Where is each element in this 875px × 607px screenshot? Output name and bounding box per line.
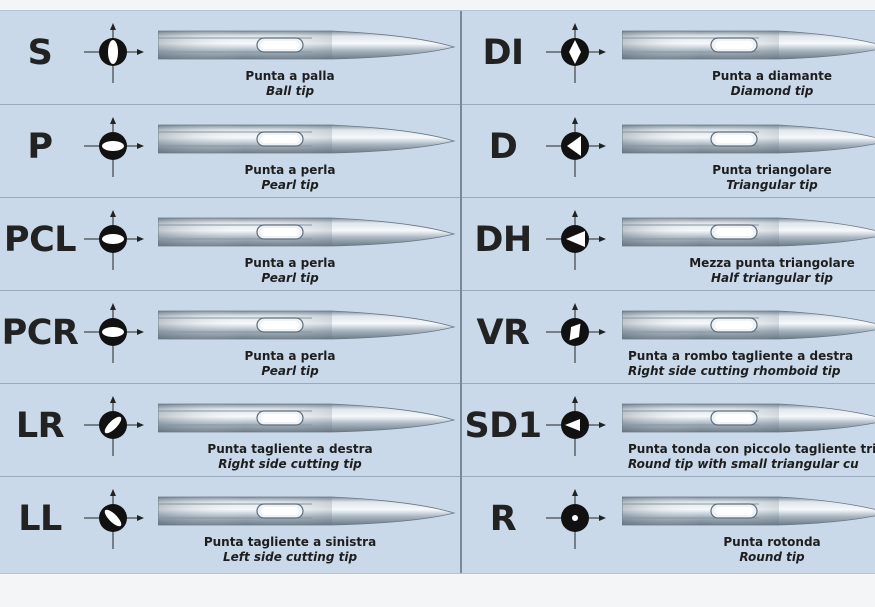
italian-label: Punta a perla — [244, 349, 336, 363]
italian-label: Punta a perla — [244, 163, 336, 177]
english-label: Diamond tip — [730, 84, 814, 98]
italian-label: Punta tagliente a destra — [207, 442, 373, 456]
left-cutting-symbol — [84, 489, 144, 549]
italian-label: Mezza punta triangolare — [689, 256, 855, 270]
english-label: Pearl tip — [261, 364, 319, 378]
needle-illustration — [622, 310, 875, 340]
english-label: Half triangular tip — [711, 271, 833, 285]
needle-illustration — [622, 496, 875, 526]
rhomboid-symbol — [546, 303, 606, 363]
english-label: Round tip — [739, 550, 805, 564]
needle-code: LL — [18, 499, 62, 539]
english-label: Triangular tip — [726, 178, 818, 192]
needle-code: DH — [474, 220, 532, 260]
diamond-tip-symbol — [546, 23, 606, 83]
needle-code: PCR — [1, 313, 79, 353]
english-label: Right side cutting rhomboid tip — [628, 364, 841, 378]
needle-illustration — [158, 403, 456, 433]
needle-code: R — [489, 499, 517, 539]
right-cutting-symbol — [84, 396, 144, 456]
italian-label: Punta a rombo tagliente a destra — [628, 349, 854, 363]
english-label: Round tip with small triangular cu — [628, 457, 859, 471]
english-label: Pearl tip — [261, 271, 319, 285]
italian-label: Punta tonda con piccolo tagliente trian — [628, 442, 875, 456]
needle-code: DI — [482, 33, 524, 73]
needle-illustration — [158, 496, 456, 526]
italian-label: Punta a diamante — [712, 69, 832, 83]
needle-code: S — [27, 33, 53, 73]
needle-code: VR — [476, 313, 530, 353]
needle-code: PCL — [3, 220, 77, 260]
needle-code: SD1 — [464, 406, 542, 446]
needle-illustration — [622, 124, 875, 154]
english-label: Pearl tip — [261, 178, 319, 192]
english-label: Right side cutting tip — [218, 457, 362, 471]
needle-illustration — [622, 217, 875, 247]
italian-label: Punta a perla — [244, 256, 336, 270]
needle-code: D — [488, 127, 518, 167]
italian-label: Punta triangolare — [712, 163, 832, 177]
needle-illustration — [158, 217, 456, 247]
pearl-tip-symbol — [84, 117, 144, 177]
half-triangular-symbol — [546, 210, 606, 270]
needle-illustration — [158, 310, 456, 340]
column-divider — [460, 11, 462, 573]
needle-illustration — [158, 124, 456, 154]
needle-illustration — [622, 403, 875, 433]
italian-label: Punta rotonda — [723, 535, 821, 549]
needle-code: LR — [15, 406, 65, 446]
pearl-tip-symbol — [84, 210, 144, 270]
round-tip-symbol — [546, 489, 606, 549]
pearl-tip-symbol — [84, 303, 144, 363]
triangular-tip-symbol — [546, 117, 606, 177]
ball-tip-symbol — [84, 23, 144, 83]
needle-code: P — [27, 127, 53, 167]
italian-label: Punta a palla — [245, 69, 335, 83]
english-label: Ball tip — [265, 84, 315, 98]
needle-illustration — [158, 30, 456, 60]
english-label: Left side cutting tip — [222, 550, 358, 564]
round-small-triangular-symbol — [546, 396, 606, 456]
italian-label: Punta tagliente a sinistra — [203, 535, 377, 549]
needle-illustration — [622, 30, 875, 60]
